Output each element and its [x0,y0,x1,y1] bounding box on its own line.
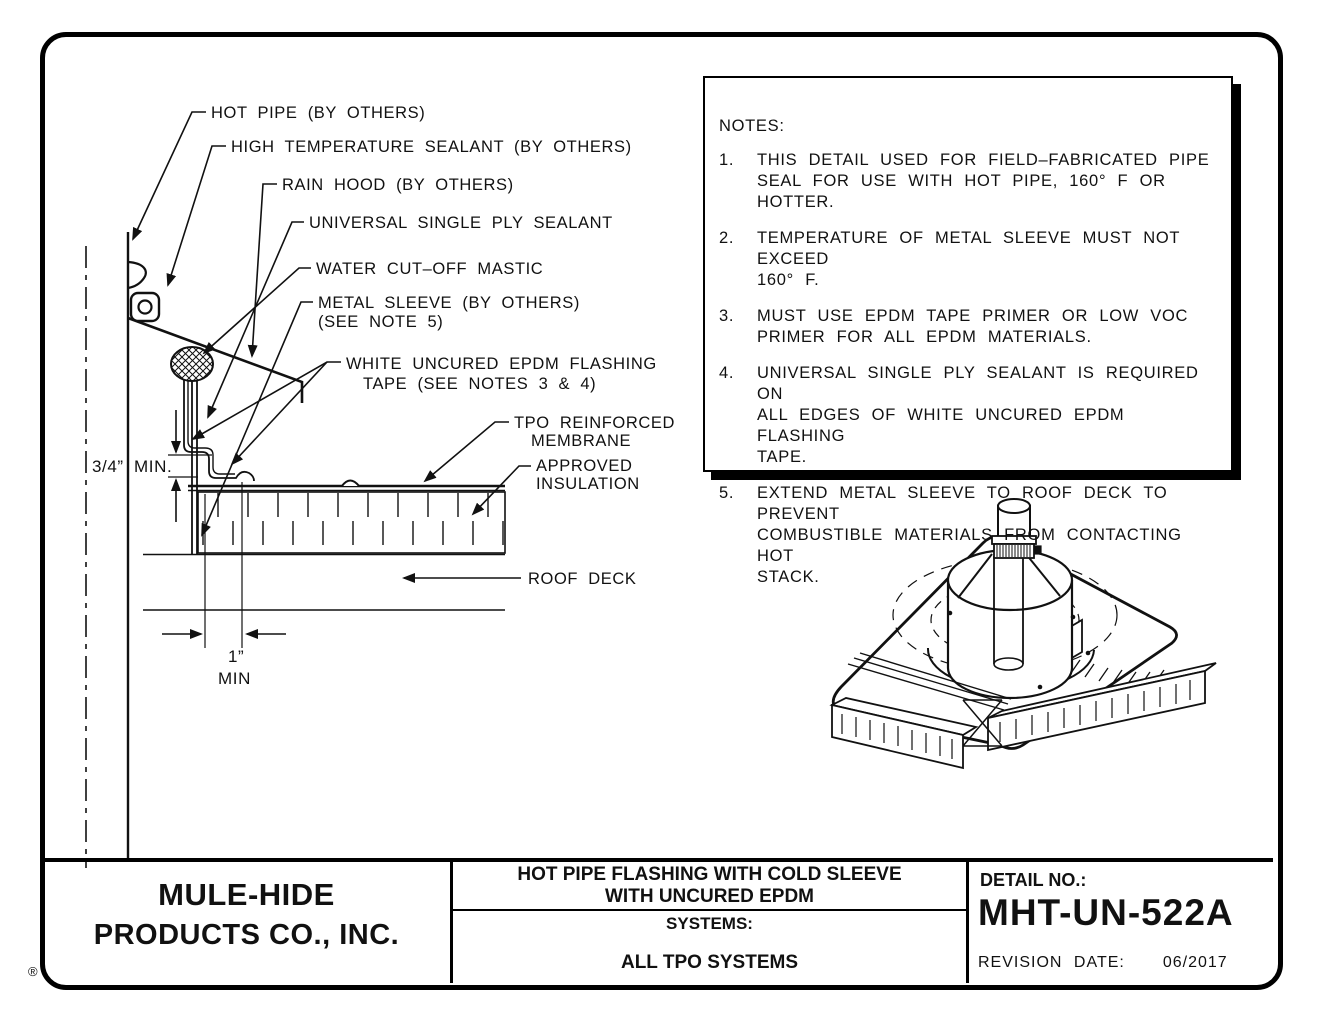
iso-dashed-ring-inner [930,582,1080,658]
leader-high-temp [166,145,226,287]
iso-deck-joint-x [962,699,1003,747]
label-dim-vertical: 3/4” MIN. [92,457,172,476]
iso-membrane-hatch [1070,659,1165,686]
iso-deck-right-slab [987,662,1217,752]
high-temp-sealant-bead [127,260,147,290]
leader-universal-sealant [207,221,304,419]
titleblock-top-line [43,858,1273,862]
revision-date-label: REVISION DATE: [978,954,1125,971]
label-tpo-2: MEMBRANE [531,432,631,450]
label-tape-2: TAPE (SEE NOTES 3 & 4) [363,375,596,393]
leader-hot-pipe [132,111,206,241]
iso-cut-channel [847,652,1012,711]
leader-rain-hood [247,183,277,358]
flashing-tape-inner [187,366,235,475]
leader-water-mastic [202,267,311,355]
label-metal-sleeve-2: (SEE NOTE 5) [318,313,443,331]
company-name: MULE-HIDE PRODUCTS CO., INC. [93,877,400,951]
rain-hood-profile [127,316,304,403]
leader-insulation [471,465,531,516]
titleblock-mid-line [453,909,966,911]
label-roof-deck: ROOF DECK [528,570,637,588]
iso-clamp-ribbed [993,543,1035,559]
iso-clamp-bolt [1034,545,1042,555]
label-tape-1: WHITE UNCURED EPDM FLASHING [346,355,657,373]
label-metal-sleeve-1: METAL SLEEVE (BY OTHERS) [318,294,580,312]
label-tpo-1: TPO REINFORCED [514,414,675,432]
isometric-view [829,498,1217,770]
iso-cone-l [957,553,993,599]
leader-tpo [423,421,509,483]
label-insulation-1: APPROVED [536,457,633,475]
dimension-three-quarter [168,410,212,522]
note-item-5: 5. EXTEND METAL SLEEVE TO ROOF DECK TO P… [719,484,1182,586]
dimension-one-inch [162,482,286,648]
iso-cone-r [1025,553,1061,597]
label-dim-one: 1” [228,647,244,666]
label-rain-hood: RAIN HOOD (BY OTHERS) [282,176,514,194]
iso-rivets [947,610,1091,690]
leader-tape-2 [230,361,328,466]
systems-label: SYSTEMS: [666,914,753,933]
label-hot-pipe: HOT PIPE (BY OTHERS) [211,104,425,122]
note-item-2: 2. TEMPERATURE OF METAL SLEEVE MUST NOT … [719,229,1180,289]
revision-date-value: 06/2017 [1162,954,1228,971]
cross-section [85,111,531,868]
registered-mark: ® [28,964,38,979]
leader-lines [132,111,531,583]
detail-no-value: MHT-UN-522A [978,892,1234,933]
revision-date-row: REVISION DATE: 06/2017 [978,954,1228,972]
titleblock-divider-left [450,862,453,983]
note-item-1: 1. THIS DETAIL USED FOR FIELD–FABRICATED… [719,151,1210,211]
note-item-4: 4. UNIVERSAL SINGLE PLY SEALANT IS REQUI… [719,364,1199,466]
notes-heading: NOTES: [719,117,785,135]
systems-value: ALL TPO SYSTEMS [620,952,798,973]
sheet-border [40,32,1283,990]
notes-box: NOTES: 1. THIS DETAIL USED FOR FIELD–FAB… [703,76,1233,586]
titleblock-divider-right [966,862,969,983]
label-universal-sealant: UNIVERSAL SINGLE PLY SEALANT [309,214,613,232]
label-high-temp: HIGH TEMPERATURE SEALANT (BY OTHERS) [231,138,632,156]
clamp-screw [137,299,153,315]
iso-pipe-top [997,498,1031,514]
flashing-tape-outer [183,366,255,482]
membrane-seam-bead [341,479,360,487]
iso-inner-pipe-base [993,657,1024,671]
label-dim-min: MIN [218,669,251,688]
label-water-mastic: WATER CUT–OFF MASTIC [316,260,543,278]
detail-title: HOT PIPE FLASHING WITH COLD SLEEVE WITH … [517,864,902,907]
detail-no-label: DETAIL NO.: [980,870,1087,890]
iso-deck-left-slab [829,697,979,770]
callout-labels: HOT PIPE (BY OTHERS) HIGH TEMPERATURE SE… [92,104,675,688]
water-mastic-blob [170,346,214,382]
label-insulation-2: INSULATION [536,475,640,493]
insulation-body [197,491,506,554]
